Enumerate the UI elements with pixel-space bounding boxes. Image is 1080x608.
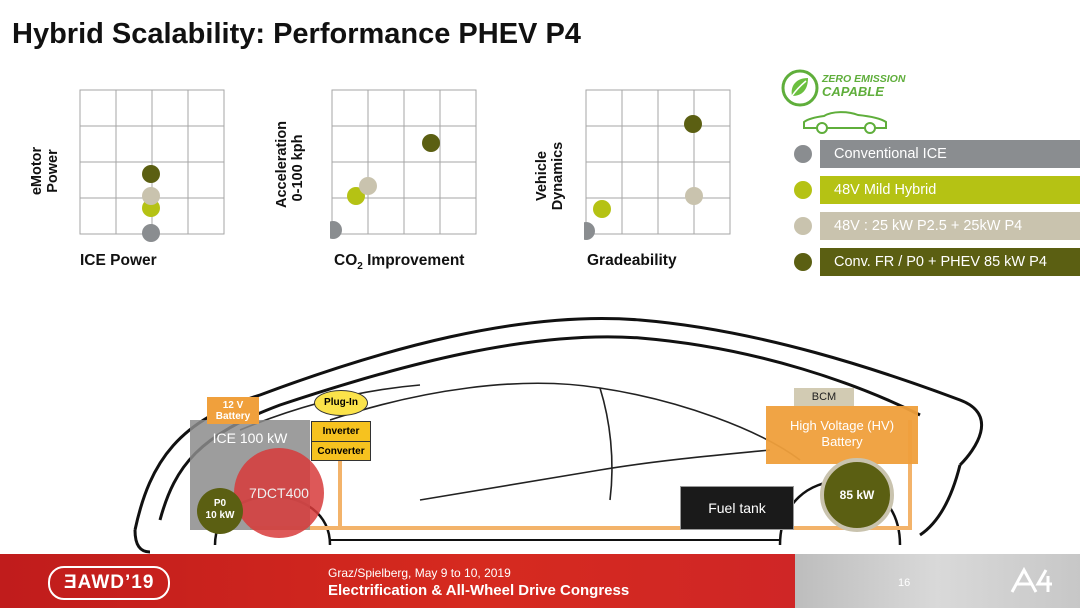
ice-label: ICE 100 kW bbox=[212, 430, 288, 446]
inverter-converter: Inverter Converter bbox=[311, 421, 371, 461]
point-48v-p2-5-p4 bbox=[685, 187, 703, 205]
page-number: 16 bbox=[898, 577, 911, 589]
plug-in-port: Plug-In bbox=[314, 390, 368, 416]
page-title: Hybrid Scalability: Performance PHEV P4 bbox=[12, 18, 581, 50]
legend-dot bbox=[794, 253, 812, 271]
legend-dot bbox=[794, 217, 812, 235]
zero-emission-badge: ZERO EMISSION CAPABLE bbox=[822, 73, 906, 99]
x-axis-label-3: Gradeability bbox=[587, 252, 677, 269]
legend-dot bbox=[794, 145, 812, 163]
point-phev-85kw bbox=[684, 115, 702, 133]
legend-item-48v-p2-5-p4: 48V : 25 kW P2.5 + 25kW P4 bbox=[794, 212, 1080, 240]
chart-emotor-power bbox=[79, 89, 225, 242]
x-axis-label-1: ICE Power bbox=[80, 252, 157, 269]
x-axis-label-2: CO2 Improvement bbox=[334, 252, 465, 273]
point-48v-mild-hybrid bbox=[347, 187, 365, 205]
point-conventional-ice bbox=[584, 222, 595, 240]
point-48v-p2-5-p4 bbox=[142, 187, 160, 205]
chart-vehicle-dynamics bbox=[584, 89, 731, 240]
footer-event: Electrification & All-Wheel Drive Congre… bbox=[328, 582, 630, 599]
dct-transmission: 7DCT400 bbox=[234, 448, 324, 538]
chart-acceleration bbox=[330, 89, 477, 239]
car-outline bbox=[133, 316, 983, 554]
legend-item-phev-85kw: Conv. FR / P0 + PHEV 85 kW P4 bbox=[794, 248, 1080, 276]
point-phev-85kw bbox=[142, 165, 160, 183]
point-conventional-ice bbox=[330, 221, 342, 239]
eawd-logo: ƎAWD’19 bbox=[48, 566, 171, 600]
point-48v-mild-hybrid bbox=[593, 200, 611, 218]
fuel-tank: Fuel tank bbox=[680, 486, 794, 530]
leaf-icon bbox=[781, 69, 819, 107]
legend-dot bbox=[794, 181, 812, 199]
legend-item-conventional-ice: Conventional ICE bbox=[794, 140, 1080, 168]
footer-location: Graz/Spielberg, May 9 to 10, 2019 bbox=[328, 566, 511, 580]
point-phev-85kw bbox=[422, 134, 440, 152]
point-48v-p2-5-p4 bbox=[359, 177, 377, 195]
legend-item-48v-mild-hybrid: 48V Mild Hybrid bbox=[794, 176, 1080, 204]
point-conventional-ice bbox=[142, 224, 160, 242]
bcm-module: BCM bbox=[794, 388, 854, 406]
p4-motor-85kw: 85 kW bbox=[820, 458, 894, 532]
hv-battery: High Voltage (HV)Battery bbox=[766, 406, 918, 464]
battery-12v: 12 V Battery bbox=[207, 397, 259, 424]
car-icon bbox=[803, 111, 887, 134]
a4-logo-icon bbox=[1010, 566, 1052, 593]
footer-image-strip bbox=[795, 554, 1080, 608]
